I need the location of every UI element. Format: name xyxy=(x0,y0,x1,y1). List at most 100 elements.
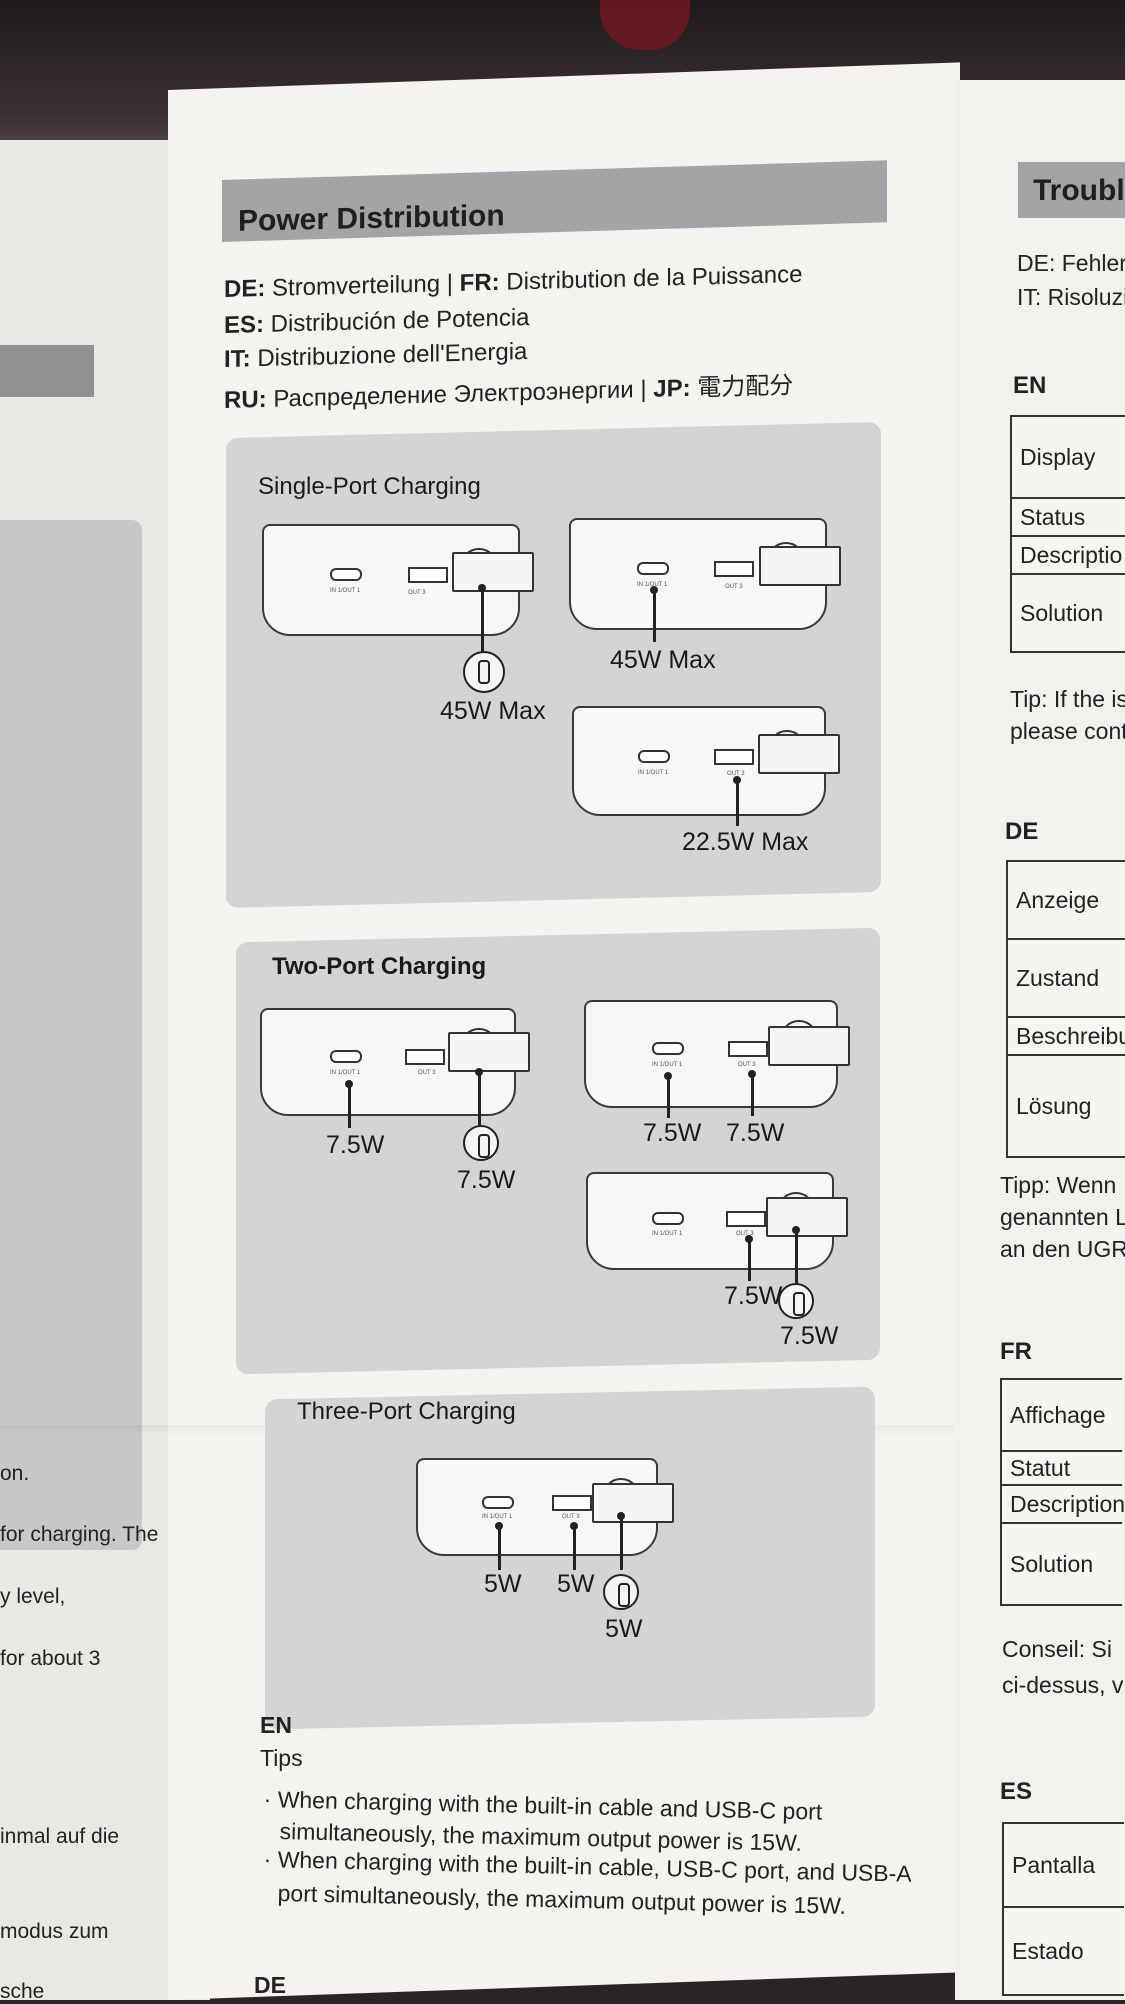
tips-next-language: DE xyxy=(254,1972,286,1998)
power-label: 5W xyxy=(484,1570,522,1598)
port-label: OUT 3 xyxy=(725,584,743,590)
connector-line xyxy=(736,782,739,826)
table-cell: Display xyxy=(1012,417,1125,499)
usb-a-port-icon xyxy=(728,1041,768,1057)
lang-text: Stromverteilung | xyxy=(265,269,460,302)
built-in-cable-icon xyxy=(778,1283,814,1319)
connector-dot xyxy=(748,1070,756,1078)
tip-line: genannten L xyxy=(1000,1204,1125,1230)
port-label: OUT 3 xyxy=(418,1070,436,1076)
table-cell: Lösung xyxy=(1016,1092,1092,1119)
table-cell: Solution xyxy=(1010,1550,1094,1577)
lang-code: DE: xyxy=(224,274,266,303)
connector-dot xyxy=(495,1522,503,1530)
lang-text: 電力配分 xyxy=(690,372,794,402)
connector-line xyxy=(498,1528,501,1570)
connector-dot xyxy=(570,1522,578,1530)
connector-line xyxy=(478,1074,481,1126)
left-title-bar xyxy=(0,345,94,397)
lang-code: ES: xyxy=(224,310,265,339)
connector-dot xyxy=(733,776,741,784)
table-cell: Anzeige xyxy=(1008,862,1125,940)
connector-dot xyxy=(475,1068,483,1076)
left-text-line: inmal auf die xyxy=(0,1825,120,1848)
connector-line xyxy=(348,1086,351,1128)
section-code: ES xyxy=(1000,1778,1033,1805)
tip-line: Tip: If the is xyxy=(1010,686,1125,712)
connector-line xyxy=(653,592,656,642)
troubleshooting-title-bar xyxy=(1018,162,1125,218)
cable-plug-icon xyxy=(768,1026,850,1066)
usb-c-port-icon xyxy=(637,562,669,575)
power-label: 5W xyxy=(605,1615,643,1643)
connector-line xyxy=(573,1528,576,1570)
power-label: 7.5W xyxy=(780,1322,839,1350)
usb-a-port-icon xyxy=(714,561,754,577)
power-label: 5W xyxy=(557,1570,595,1598)
lang-code: RU: xyxy=(224,385,267,414)
cable-plug-icon xyxy=(452,552,534,592)
connector-dot xyxy=(345,1080,353,1088)
right-subtitle: DE: Fehlerb xyxy=(1017,250,1125,276)
lang-code: IT: xyxy=(224,345,251,373)
cable-plug-icon xyxy=(766,1197,848,1237)
usb-a-port-icon xyxy=(408,567,448,583)
port-label: OUT 3 xyxy=(736,1231,754,1237)
usb-c-port-icon xyxy=(652,1042,684,1055)
left-text-line: on. xyxy=(0,1462,30,1485)
power-label: 7.5W xyxy=(457,1166,516,1194)
lang-code: FR: xyxy=(459,268,500,297)
connector-line xyxy=(620,1518,623,1570)
built-in-cable-icon xyxy=(463,1125,499,1161)
port-label: IN 1/OUT 1 xyxy=(637,582,668,588)
built-in-cable-icon xyxy=(463,651,505,693)
connector-line xyxy=(667,1078,670,1118)
port-label: IN 1/OUT 1 xyxy=(652,1231,683,1237)
troubleshooting-table: Anzeige Zustand Beschreibu Lösung xyxy=(1006,860,1125,1158)
port-label: OUT 3 xyxy=(562,1514,580,1520)
connector-dot xyxy=(478,584,486,592)
left-diagram-panel xyxy=(0,520,142,1550)
power-label: 7.5W xyxy=(726,1119,785,1147)
port-label: IN 1/OUT 1 xyxy=(482,1514,513,1520)
usb-c-port-icon xyxy=(482,1496,514,1509)
table-cell: Statut xyxy=(1002,1452,1122,1486)
usb-a-port-icon xyxy=(405,1049,445,1065)
power-label: 22.5W Max xyxy=(682,828,809,856)
left-text-line: for about 3 xyxy=(0,1647,101,1670)
left-text-line: for charging. The xyxy=(0,1523,159,1546)
section-code: FR xyxy=(1000,1338,1032,1365)
power-label: 7.5W xyxy=(643,1119,702,1147)
cable-plug-icon xyxy=(758,734,840,774)
connector-dot xyxy=(664,1072,672,1080)
table-cell: Zustand xyxy=(1008,940,1125,1018)
left-text-line: y level, xyxy=(0,1585,66,1608)
usb-c-port-icon xyxy=(638,750,670,763)
port-label: OUT 3 xyxy=(738,1062,756,1068)
connector-dot xyxy=(745,1235,753,1243)
port-label: IN 1/OUT 1 xyxy=(330,1070,361,1076)
table-cell: Pantalla xyxy=(1004,1824,1124,1908)
port-label: OUT 3 xyxy=(727,771,745,777)
connector-dot xyxy=(792,1226,800,1234)
lang-text: Distribución de Potencia xyxy=(264,304,530,338)
usb-a-port-icon xyxy=(726,1211,766,1227)
tips-language: EN xyxy=(260,1712,292,1738)
three-port-title: Three-Port Charging xyxy=(297,1398,516,1425)
table-cell: Descriptio xyxy=(1012,537,1125,575)
usb-a-port-icon xyxy=(552,1495,592,1511)
troubleshooting-table: Affichage Statut Description Solution xyxy=(1000,1378,1125,1606)
connector-line xyxy=(751,1076,754,1116)
troubleshooting-title: Troubl xyxy=(1033,174,1125,207)
power-label: 45W Max xyxy=(440,697,546,725)
connector-dot xyxy=(650,586,658,594)
port-label: IN 1/OUT 1 xyxy=(330,588,361,594)
usb-c-port-icon xyxy=(652,1212,684,1225)
single-port-title: Single-Port Charging xyxy=(258,473,481,500)
table-cell: Status xyxy=(1012,499,1125,537)
cable-plug-icon xyxy=(759,546,841,586)
table-cell: Affichage xyxy=(1002,1380,1122,1452)
table-cell: Description xyxy=(1002,1486,1125,1524)
two-port-title: Two-Port Charging xyxy=(272,953,487,980)
tip-line: an den UGRE xyxy=(1000,1236,1125,1262)
